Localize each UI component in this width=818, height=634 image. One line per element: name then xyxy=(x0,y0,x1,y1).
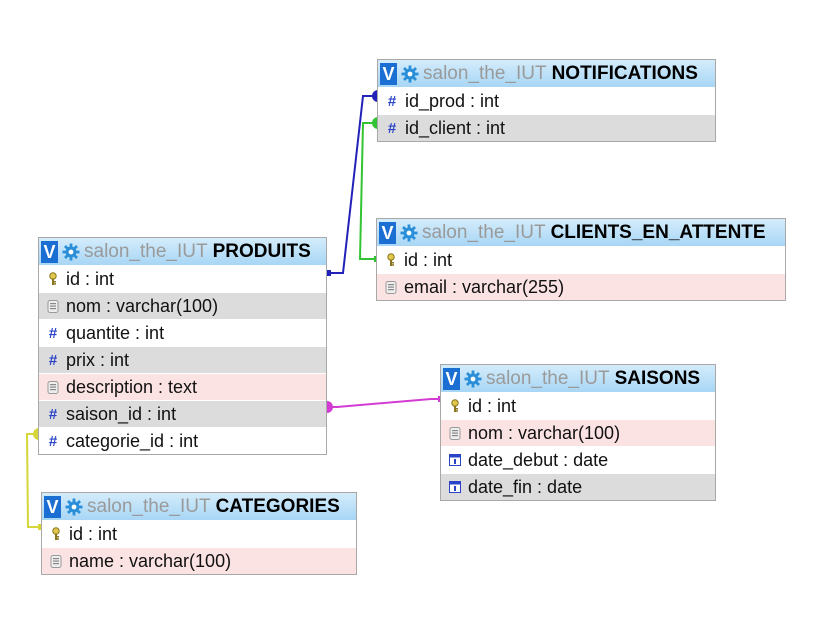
column-label: date_fin : date xyxy=(468,476,583,497)
relation-produits-notifications[interactable] xyxy=(328,95,377,274)
database-name: salon_the_IUT xyxy=(84,240,208,262)
column-row[interactable]: id : int xyxy=(42,520,356,547)
table-clients-en-attente[interactable]: V salon_the_IUT CLIENTS_EN_ATTENTE id : … xyxy=(376,218,786,301)
column-label: id_prod : int xyxy=(405,90,500,111)
relation-end-marker xyxy=(327,401,333,413)
column-row[interactable]: # id_client : int xyxy=(378,114,715,141)
database-name: salon_the_IUT xyxy=(87,495,211,517)
table-saisons[interactable]: V salon_the_IUT SAISONS id : int nom : va… xyxy=(440,364,716,501)
column-row[interactable]: id : int xyxy=(39,265,326,292)
table-notifications[interactable]: V salon_the_IUT NOTIFICATIONS # id_prod :… xyxy=(377,59,716,142)
text-icon xyxy=(49,554,63,568)
key-icon xyxy=(46,272,60,286)
column-row[interactable]: id : int xyxy=(377,246,785,273)
column-label: description : text xyxy=(66,376,198,397)
relation-end-marker xyxy=(33,428,39,440)
column-row[interactable]: nom : varchar(100) xyxy=(441,419,715,446)
column-label: email : varchar(255) xyxy=(404,276,565,297)
gear-icon[interactable] xyxy=(65,498,83,516)
relation-end-marker xyxy=(372,117,378,129)
column-row[interactable]: # id_prod : int xyxy=(378,87,715,114)
text-icon xyxy=(384,280,398,294)
database-name: salon_the_IUT xyxy=(486,367,610,389)
column-row[interactable]: # categorie_id : int xyxy=(39,427,326,454)
table-name: SAISONS xyxy=(614,367,701,389)
column-label: id : int xyxy=(66,268,115,289)
relation-clients-notifications[interactable] xyxy=(358,122,377,260)
toggle-button[interactable]: V xyxy=(443,367,460,390)
hash-icon: # xyxy=(48,432,58,450)
hash-icon: # xyxy=(387,92,397,110)
hash-icon: # xyxy=(48,351,58,369)
column-label: name : varchar(100) xyxy=(69,550,232,571)
key-icon xyxy=(448,399,462,413)
key-icon xyxy=(384,253,398,267)
column-row[interactable]: id : int xyxy=(441,392,715,419)
column-row[interactable]: date_debut : date xyxy=(441,446,715,473)
toggle-button[interactable]: V xyxy=(41,240,58,263)
column-row[interactable]: name : varchar(100) xyxy=(42,547,356,574)
column-row[interactable]: # prix : int xyxy=(39,346,326,373)
relation-end-marker xyxy=(325,270,331,276)
toggle-button[interactable]: V xyxy=(380,62,397,85)
column-label: date_debut : date xyxy=(468,449,609,470)
table-header[interactable]: V salon_the_IUT PRODUITS xyxy=(39,238,326,265)
table-header[interactable]: V salon_the_IUT CATEGORIES xyxy=(42,493,356,520)
relation-produits-saisons[interactable] xyxy=(327,398,441,408)
table-name: NOTIFICATIONS xyxy=(551,62,698,84)
gear-icon[interactable] xyxy=(62,243,80,261)
table-categories[interactable]: V salon_the_IUT CATEGORIES id : int name … xyxy=(41,492,357,575)
gear-icon[interactable] xyxy=(400,224,418,242)
column-row[interactable]: # saison_id : int xyxy=(39,400,326,427)
hash-icon: # xyxy=(387,119,397,137)
text-icon xyxy=(448,426,462,440)
column-row[interactable]: # quantite : int xyxy=(39,319,326,346)
column-row[interactable]: email : varchar(255) xyxy=(377,273,785,300)
relation-end-marker xyxy=(372,90,378,102)
table-produits[interactable]: V salon_the_IUT PRODUITS id : int nom : v… xyxy=(38,237,327,455)
column-row[interactable]: date_fin : date xyxy=(441,473,715,500)
database-name: salon_the_IUT xyxy=(422,221,546,243)
column-label: nom : varchar(100) xyxy=(468,422,621,443)
table-header[interactable]: V salon_the_IUT CLIENTS_EN_ATTENTE xyxy=(377,219,785,246)
hash-icon: # xyxy=(48,324,58,342)
column-label: id : int xyxy=(468,395,517,416)
table-header[interactable]: V salon_the_IUT SAISONS xyxy=(441,365,715,392)
hash-icon: # xyxy=(48,405,58,423)
column-label: saison_id : int xyxy=(66,403,177,424)
text-icon xyxy=(46,299,60,313)
date-icon xyxy=(448,454,462,466)
column-label: quantite : int xyxy=(66,322,165,343)
gear-icon[interactable] xyxy=(401,65,419,83)
date-icon xyxy=(448,481,462,493)
column-label: categorie_id : int xyxy=(66,430,199,451)
column-label: id : int xyxy=(404,249,453,270)
table-name: CLIENTS_EN_ATTENTE xyxy=(550,221,766,243)
column-row[interactable]: description : text xyxy=(39,373,326,400)
column-label: prix : int xyxy=(66,349,130,370)
toggle-button[interactable]: V xyxy=(44,495,61,518)
database-name: salon_the_IUT xyxy=(423,62,547,84)
table-name: CATEGORIES xyxy=(215,495,340,517)
table-header[interactable]: V salon_the_IUT NOTIFICATIONS xyxy=(378,60,715,87)
column-label: id : int xyxy=(69,523,118,544)
gear-icon[interactable] xyxy=(464,370,482,388)
column-label: nom : varchar(100) xyxy=(66,295,219,316)
column-row[interactable]: nom : varchar(100) xyxy=(39,292,326,319)
table-name: PRODUITS xyxy=(212,240,311,262)
toggle-button[interactable]: V xyxy=(379,221,396,244)
text-icon xyxy=(46,380,60,394)
column-label: id_client : int xyxy=(405,117,506,138)
key-icon xyxy=(49,527,63,541)
